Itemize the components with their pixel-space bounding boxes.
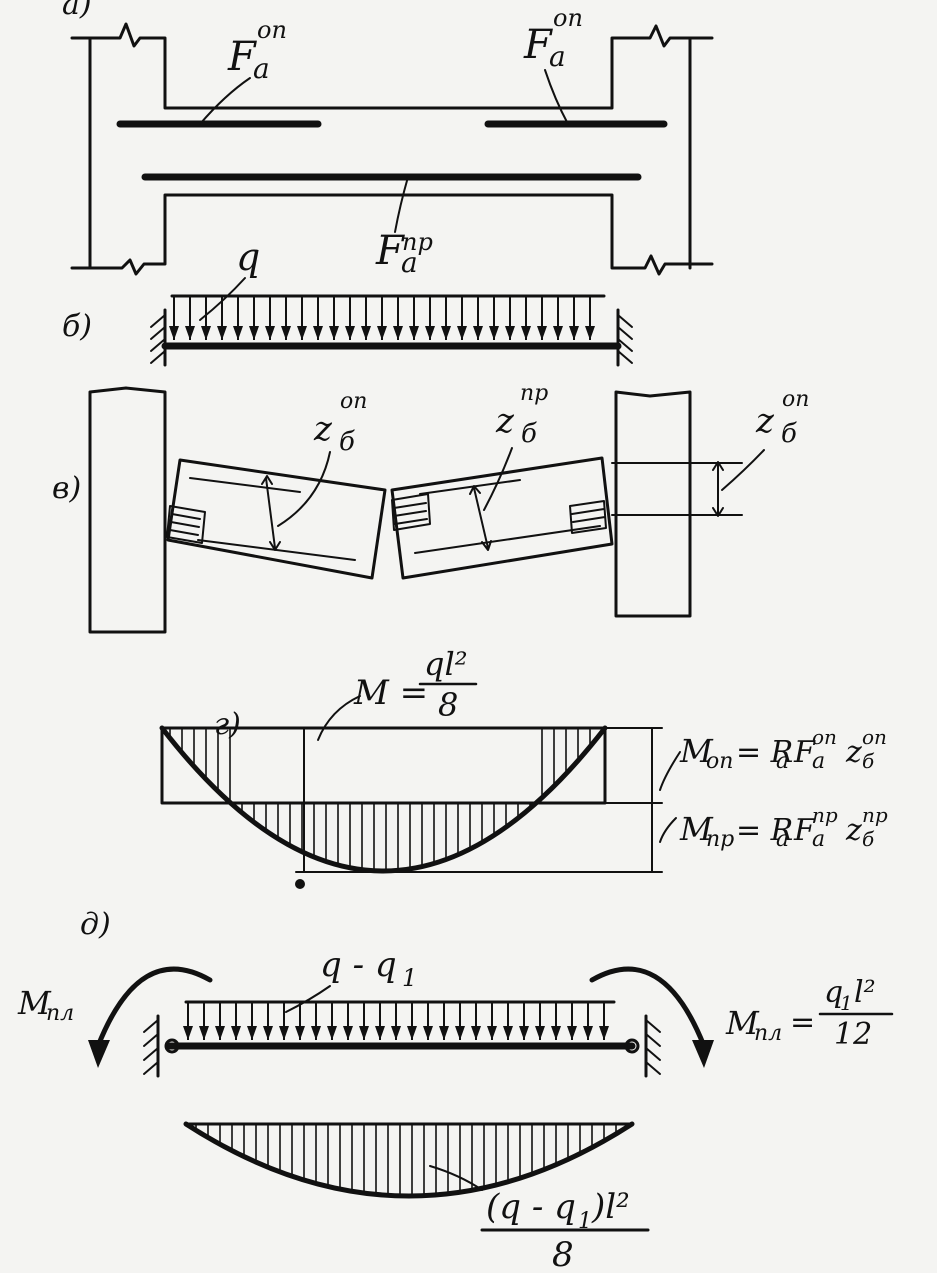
panel-a-label: а) — [62, 0, 92, 22]
svg-text:z: z — [755, 401, 775, 441]
svg-text:M: M — [679, 810, 714, 848]
panel-g: г) M = ql² 8 M оп = R a F a оп z — [159, 645, 888, 889]
svg-text:б: б — [862, 827, 875, 851]
label-m-ql2-8: M = ql² 8 — [353, 645, 478, 724]
svg-text:q: q — [824, 975, 843, 1010]
label-fa-pr: F a пр — [375, 228, 433, 279]
svg-text:z: z — [495, 401, 515, 441]
svg-text:оп: оп — [553, 4, 583, 32]
svg-text:пр: пр — [812, 803, 838, 827]
panel-d-label: д) — [80, 907, 111, 942]
label-m-op: M оп = R a F a оп z б оп — [679, 725, 887, 774]
svg-text:z: z — [845, 813, 862, 848]
svg-text:8: 8 — [552, 1235, 574, 1273]
svg-text:оп: оп — [340, 389, 367, 414]
svg-text:a: a — [776, 827, 789, 852]
svg-text:=: = — [790, 1005, 815, 1040]
svg-text:M =: M = — [353, 673, 428, 713]
reduced-load-arrows — [183, 1002, 609, 1040]
svg-text:оп: оп — [257, 16, 287, 44]
svg-text:б: б — [781, 419, 797, 449]
load-q-label: q — [236, 235, 260, 279]
svg-text:пл: пл — [754, 1021, 782, 1046]
svg-text:пр: пр — [706, 827, 734, 852]
svg-text:M: M — [17, 984, 52, 1022]
label-zb-op-right: z б оп — [755, 387, 809, 449]
label-m-pl-left: M пл — [17, 984, 74, 1026]
panel-v-label: в) — [52, 471, 81, 506]
svg-text:пр: пр — [520, 381, 548, 406]
svg-text:a: a — [812, 749, 825, 774]
label-zb-op-left: z б оп — [313, 389, 367, 457]
svg-text:F: F — [793, 813, 816, 848]
label-fa-op-left: F a оп — [227, 16, 287, 85]
svg-text:пр: пр — [402, 228, 433, 256]
svg-text:F: F — [793, 735, 816, 770]
svg-text:= R: = R — [736, 813, 793, 848]
svg-text:пл: пл — [46, 1001, 74, 1026]
svg-text:оп: оп — [862, 725, 887, 749]
label-zb-pr: z б пр — [495, 381, 548, 449]
svg-text:12: 12 — [834, 1017, 872, 1052]
panel-d: д) q - q 1 M пл M пл = q 1 l² — [17, 907, 894, 1273]
panel-v: в) z б оп z б пр — [52, 381, 809, 634]
svg-text:8: 8 — [438, 686, 458, 724]
distributed-load-arrows — [169, 296, 595, 340]
label-span-moment-formula: (q - q 1 )l² 8 — [480, 1187, 650, 1273]
svg-text:(q - q: (q - q — [486, 1187, 576, 1227]
svg-text:F: F — [227, 34, 257, 80]
svg-text:a: a — [401, 246, 418, 279]
svg-text:a: a — [776, 749, 789, 774]
svg-text:M: M — [679, 732, 714, 770]
svg-text:б: б — [862, 749, 875, 773]
svg-text:F: F — [523, 22, 553, 68]
panel-a: а) F a оп F a оп F a пр — [62, 0, 714, 279]
svg-text:оп: оп — [706, 749, 733, 774]
svg-text:)l²: )l² — [591, 1187, 630, 1227]
label-m-pr: M пр = R a F a пр z б пр — [679, 803, 888, 852]
svg-text:a: a — [549, 40, 566, 73]
span-moment-hatching — [195, 1124, 629, 1196]
svg-text:q - q: q - q — [320, 945, 397, 985]
svg-text:оп: оп — [812, 725, 837, 749]
label-m-pl-right: M пл = q 1 l² 12 — [725, 975, 894, 1052]
svg-text:M: M — [725, 1004, 760, 1042]
svg-text:ql²: ql² — [424, 645, 468, 683]
svg-text:F: F — [375, 228, 405, 274]
svg-text:пр: пр — [862, 803, 888, 827]
svg-text:б: б — [521, 419, 537, 449]
svg-text:1: 1 — [578, 1209, 592, 1234]
svg-text:1: 1 — [840, 991, 853, 1015]
svg-text:a: a — [812, 827, 825, 852]
label-fa-op-right: F a оп — [523, 4, 583, 73]
span-moment-parabola — [183, 1121, 635, 1199]
panel-b: б) q — [62, 235, 633, 367]
svg-text:z: z — [845, 735, 862, 770]
plastic-moment-arrow-right — [589, 966, 707, 1049]
moment-parabola — [159, 725, 608, 874]
label-q-minus-q1: q - q 1 — [320, 945, 417, 992]
svg-text:1: 1 — [402, 964, 417, 992]
panel-b-label: б) — [62, 309, 92, 344]
plastic-moment-arrow-left — [95, 966, 213, 1049]
svg-text:z: z — [313, 409, 333, 449]
moment-hatching — [169, 728, 603, 871]
svg-text:б: б — [339, 427, 355, 457]
svg-text:a: a — [253, 52, 270, 85]
svg-text:l²: l² — [854, 975, 876, 1010]
svg-text:оп: оп — [782, 387, 809, 412]
svg-text:= R: = R — [736, 735, 793, 770]
